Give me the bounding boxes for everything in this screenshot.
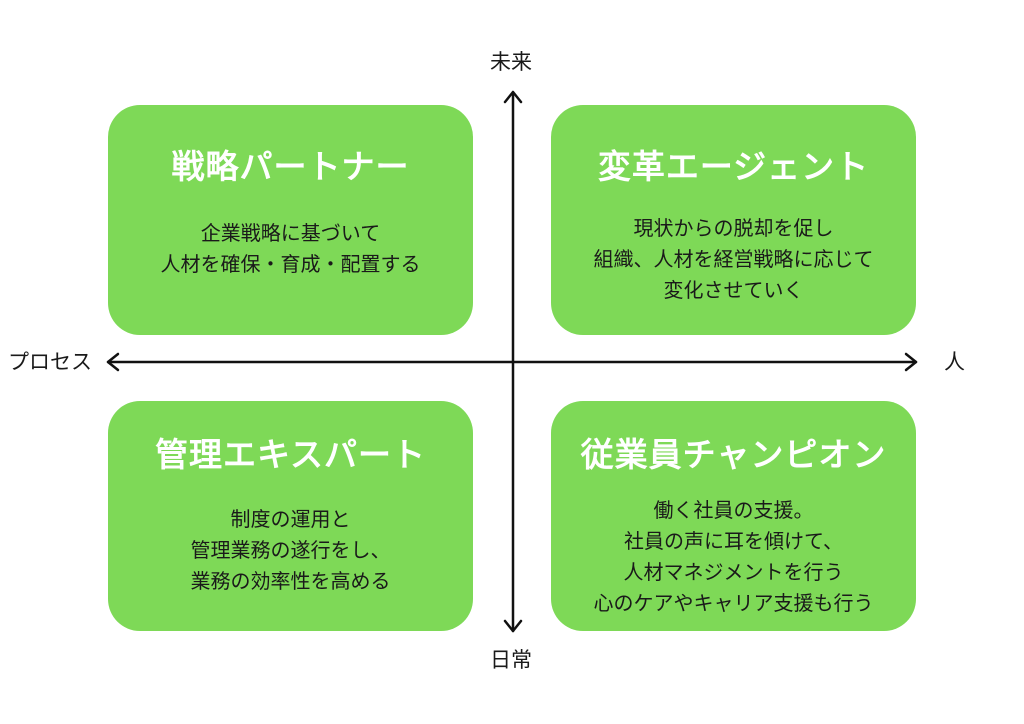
quadrant-description: 制度の運用と 管理業務の遂行をし、 業務の効率性を高める	[108, 504, 473, 597]
arrow-right-icon	[904, 352, 918, 372]
quadrant-employee-champion: 従業員チャンピオン 働く社員の支援。 社員の声に耳を傾けて、 人材マネジメントを…	[551, 401, 916, 631]
quadrant-description: 現状からの脱却を促し 組織、人材を経営戦略に応じて 変化させていく	[551, 213, 916, 306]
description-line: 企業戦略に基づいて	[200, 221, 381, 245]
quadrant-description: 企業戦略に基づいて 人材を確保・育成・配置する	[108, 218, 473, 280]
description-line: 組織、人材を経営戦略に応じて	[593, 247, 874, 271]
description-line: 管理業務の遂行をし、	[190, 538, 391, 562]
axis-label-people: 人	[944, 350, 965, 374]
description-line: 人材マネジメントを行う	[623, 560, 844, 584]
description-line: 現状からの脱却を促し	[633, 216, 834, 240]
description-line: 人材を確保・育成・配置する	[160, 252, 421, 276]
quadrant-change-agent: 変革エージェント 現状からの脱却を促し 組織、人材を経営戦略に応じて 変化させて…	[551, 105, 916, 335]
axis-label-process: プロセス	[8, 350, 92, 374]
description-line: 社員の声に耳を傾けて、	[624, 529, 843, 553]
arrow-left-icon	[106, 352, 120, 372]
quadrant-strategic-partner: 戦略パートナー 企業戦略に基づいて 人材を確保・育成・配置する	[108, 105, 473, 335]
quadrant-title: 管理エキスパート	[154, 435, 426, 474]
description-line: 変化させていく	[663, 278, 804, 302]
description-line: 業務の効率性を高める	[190, 569, 391, 593]
quadrant-title: 変革エージェント	[597, 147, 870, 186]
description-line: 制度の運用と	[230, 507, 351, 531]
arrow-up-icon	[503, 90, 523, 104]
quadrant-description: 働く社員の支援。 社員の声に耳を傾けて、 人材マネジメントを行う 心のケアやキャ…	[551, 495, 916, 619]
axis-label-daily: 日常	[490, 648, 532, 672]
description-line: 働く社員の支援。	[653, 498, 814, 522]
quadrant-title: 戦略パートナー	[171, 147, 410, 186]
quadrant-administrative-expert: 管理エキスパート 制度の運用と 管理業務の遂行をし、 業務の効率性を高める	[108, 401, 473, 631]
quadrant-title: 従業員チャンピオン	[580, 435, 887, 474]
description-line: 心のケアやキャリア支援も行う	[593, 591, 874, 615]
axis-label-future: 未来	[490, 50, 532, 74]
arrow-down-icon	[503, 619, 523, 633]
